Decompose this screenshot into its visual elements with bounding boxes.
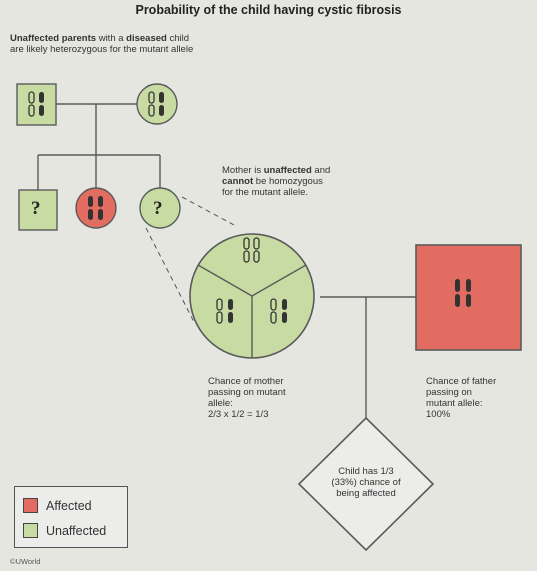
affected-sibling-circle xyxy=(75,187,117,229)
mother-chance-line2: passing on mutant xyxy=(208,387,286,398)
mother-note-line3: for the mutant allele. xyxy=(222,187,309,198)
mother-note-text-homozygous: be homozygous xyxy=(253,176,323,187)
parents-note-bold-diseased: diseased xyxy=(126,33,167,44)
child-result-line3: being affected xyxy=(336,488,396,499)
mother-genotype-carrier-left xyxy=(216,298,233,324)
legend-item-affected: Affected xyxy=(23,498,92,513)
uworld-logo: ©UWorld xyxy=(10,557,41,566)
mother-note-bold-unaffected: unaffected xyxy=(263,165,312,176)
mother-note-bold-cannot: cannot xyxy=(222,176,254,187)
mother-note-text: Mother is xyxy=(222,165,264,176)
legend-label-unaffected: Unaffected xyxy=(46,523,107,538)
child-result-line2: (33%) chance of xyxy=(331,477,401,488)
mother-note-text-and: and xyxy=(311,165,331,176)
legend-item-unaffected: Unaffected xyxy=(23,523,106,538)
legend-label-affected: Affected xyxy=(46,498,92,513)
mother-genotype-circle xyxy=(189,233,315,359)
mother-note: Mother is unaffected and cannot be homoz… xyxy=(222,165,372,198)
unknown-marker-mother: ? xyxy=(153,198,163,219)
legend: Affected Unaffected xyxy=(14,486,128,548)
child-result-line1: Child has 1/3 xyxy=(338,466,394,477)
father-chromosomes xyxy=(455,279,471,307)
page-title: Probability of the child having cystic f… xyxy=(135,3,402,17)
grandfather-square xyxy=(16,83,57,126)
mother-chance-line1: Chance of mother xyxy=(208,376,284,387)
sibling-unknown-square xyxy=(18,189,58,231)
affected-sibling-chromosomes xyxy=(88,196,103,220)
parents-note-text-end: child are likely heterozygous for the mu… xyxy=(10,33,194,55)
mother-unknown-circle xyxy=(139,187,181,229)
child-diamond xyxy=(297,416,435,552)
father-chance-line1: Chance of father xyxy=(426,376,497,387)
unknown-marker-sibling: ? xyxy=(31,198,41,219)
pedigree-lines xyxy=(37,103,416,418)
grandmother-circle xyxy=(136,83,178,125)
zoom-lines xyxy=(145,196,235,323)
zoom-line-lower xyxy=(145,227,195,323)
father-chance-value: 100% xyxy=(426,409,451,420)
mother-genotype-normal-normal xyxy=(243,237,260,263)
unaffected-swatch xyxy=(23,523,38,538)
mother-chance-line3: allele: xyxy=(208,398,233,409)
mother-genotype-carrier-right xyxy=(270,298,287,324)
grandfather-chromosomes xyxy=(28,91,44,117)
mother-chance-text: Chance of mother passing on mutant allel… xyxy=(208,376,328,420)
parents-note-text: with a xyxy=(96,33,127,44)
child-result-text: Child has 1/3 (33%) chance of being affe… xyxy=(310,466,422,499)
father-chance-text: Chance of father passing on mutant allel… xyxy=(426,376,531,420)
mother-chance-calc: 2/3 x 1/2 = 1/3 xyxy=(208,409,269,420)
father-chance-line3: mutant allele: xyxy=(426,398,483,409)
parents-note: Unaffected parents with a diseased child… xyxy=(10,33,195,55)
affected-swatch xyxy=(23,498,38,513)
parents-note-bold-part: Unaffected parents xyxy=(10,33,97,44)
father-chance-line2: passing on xyxy=(426,387,472,398)
grandmother-chromosomes xyxy=(148,91,164,117)
zoom-line-upper xyxy=(181,196,235,226)
